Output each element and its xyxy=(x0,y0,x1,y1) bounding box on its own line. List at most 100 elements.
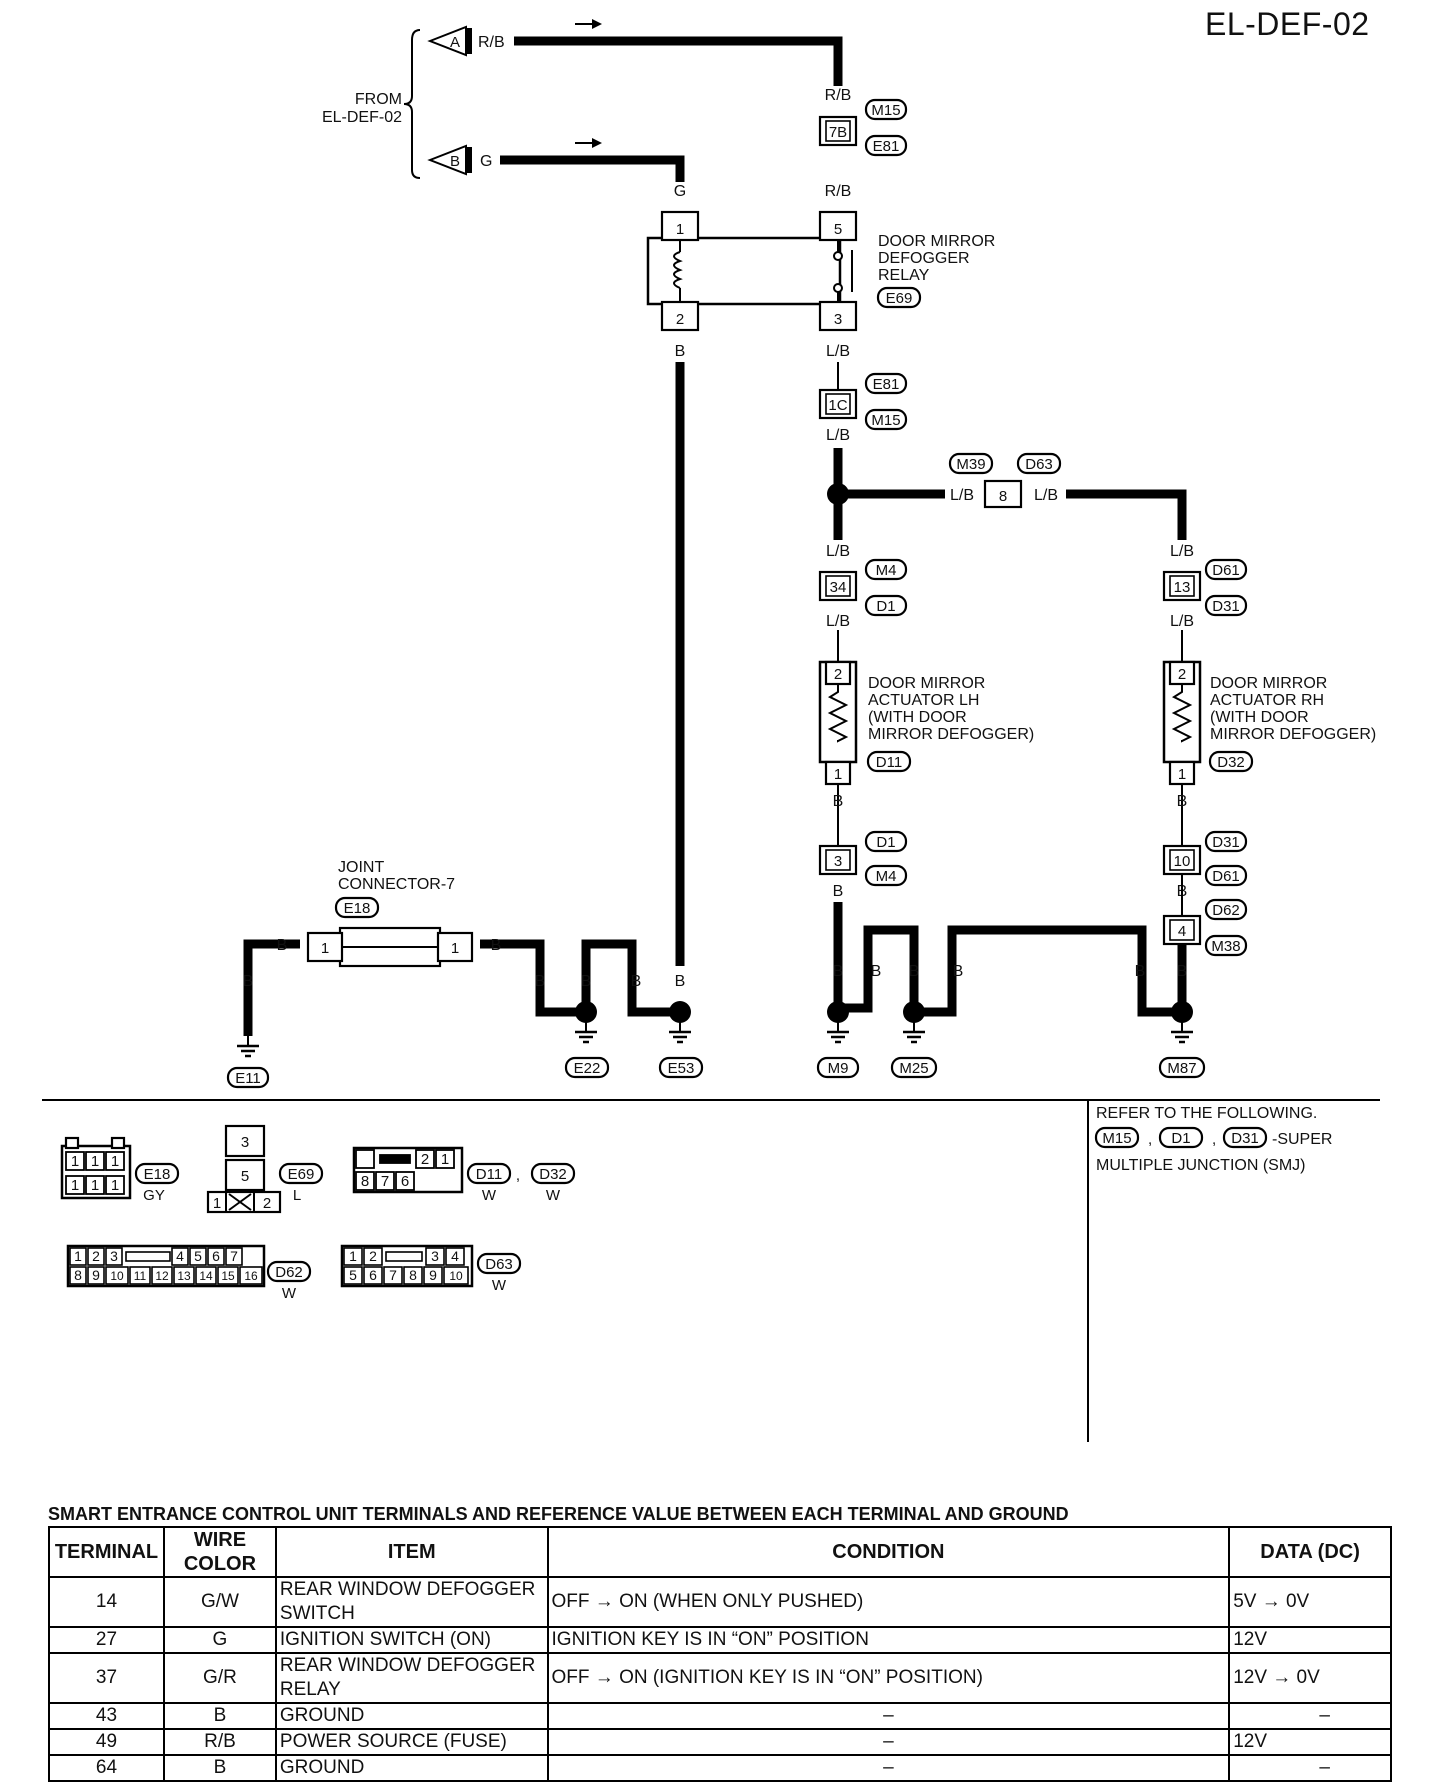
connector-tag-d31: D31 xyxy=(1204,594,1248,617)
svg-text:3: 3 xyxy=(834,853,842,870)
svg-text:1: 1 xyxy=(91,1153,99,1170)
svg-text:1: 1 xyxy=(441,1151,449,1168)
item-cell: IGNITION SWITCH (ON) xyxy=(274,1626,549,1654)
wire-color-cell: G/W xyxy=(162,1576,277,1628)
actuator-lh-name: DOOR MIRROR xyxy=(868,675,985,692)
ground-icon xyxy=(1169,1020,1195,1044)
svg-text:34: 34 xyxy=(830,579,847,596)
ground-icon xyxy=(825,1020,851,1044)
connector-tag-d1: D1 xyxy=(864,830,908,853)
wire-label: L/B xyxy=(826,343,850,360)
svg-text:3: 3 xyxy=(834,311,842,328)
relay-name: RELAY xyxy=(878,267,930,284)
table-row: 27 G IGNITION SWITCH (ON) IGNITION KEY I… xyxy=(48,1626,1392,1654)
wire-label: L/B xyxy=(1170,543,1194,560)
from-source: EL-DEF-02 xyxy=(322,109,402,126)
wire-color-cell: G xyxy=(162,1626,277,1654)
terminal-reference-table: TERMINAL WIRE COLOR ITEM CONDITION DATA … xyxy=(48,1526,1392,1782)
svg-text:6: 6 xyxy=(212,1248,220,1264)
svg-text:D61: D61 xyxy=(1212,562,1240,579)
item-cell: POWER SOURCE (FUSE) xyxy=(274,1728,549,1756)
wire-label: L/B xyxy=(1034,487,1058,504)
flow-arrow-icon xyxy=(575,19,602,148)
svg-text:D31: D31 xyxy=(1212,598,1240,615)
data-cell: – xyxy=(1228,1754,1392,1782)
ground-icon xyxy=(235,1034,261,1058)
svg-text:2: 2 xyxy=(676,311,684,328)
svg-text:8: 8 xyxy=(74,1267,82,1283)
ground-icon xyxy=(901,1020,927,1044)
svg-text:B: B xyxy=(450,153,460,170)
wire-label: L/B xyxy=(1170,613,1194,630)
svg-text:9: 9 xyxy=(92,1267,100,1283)
svg-text:D32: D32 xyxy=(1217,754,1245,771)
svg-text:7: 7 xyxy=(389,1267,397,1283)
wire-label: B xyxy=(535,973,546,990)
svg-text:2: 2 xyxy=(421,1151,429,1168)
svg-text:D1: D1 xyxy=(1171,1130,1190,1147)
svg-text:D63: D63 xyxy=(485,1256,513,1273)
svg-text:1: 1 xyxy=(71,1177,79,1194)
svg-text:11: 11 xyxy=(134,1269,147,1283)
wire-color-cell: G/R xyxy=(162,1652,277,1704)
wire-label: B xyxy=(833,963,844,980)
svg-text:M4: M4 xyxy=(876,562,897,579)
wire-label: B xyxy=(631,973,642,990)
svg-text:3: 3 xyxy=(431,1248,439,1264)
connector-8: 8 xyxy=(983,479,1023,509)
svg-text:1: 1 xyxy=(111,1153,119,1170)
splice-point xyxy=(575,1001,597,1023)
input-arrow-a: A xyxy=(427,25,472,57)
svg-text:D11: D11 xyxy=(476,1166,502,1183)
wire-b-m9-m25 xyxy=(838,925,919,1013)
svg-text:D31: D31 xyxy=(1231,1130,1259,1147)
svg-text:D62: D62 xyxy=(1212,902,1240,919)
condition-cell: IGNITION KEY IS IN “ON” POSITION xyxy=(546,1626,1231,1654)
connector-7b: 7B xyxy=(818,115,858,147)
svg-text:2: 2 xyxy=(834,666,842,683)
wire-label: B xyxy=(871,963,882,980)
svg-text:7B: 7B xyxy=(829,124,847,141)
svg-text:D1: D1 xyxy=(876,834,895,851)
connector-10: 10 xyxy=(1162,844,1202,876)
table-row: 43 B GROUND – – xyxy=(48,1702,1392,1730)
column-header: TERMINAL xyxy=(48,1526,165,1578)
terminal-cell: 43 xyxy=(48,1702,165,1730)
wire-g-top xyxy=(500,155,685,182)
door-mirror-defogger-relay: 1 2 5 3 xyxy=(646,210,858,332)
svg-text:4: 4 xyxy=(451,1248,459,1264)
svg-text:M87: M87 xyxy=(1167,1060,1196,1077)
svg-text:4: 4 xyxy=(176,1248,184,1264)
connector-3: 3 xyxy=(818,844,858,876)
svg-text:,: , xyxy=(516,1167,520,1184)
table-header-row: TERMINAL WIRE COLOR ITEM CONDITION DATA … xyxy=(48,1526,1392,1578)
column-header: ITEM xyxy=(274,1526,549,1578)
svg-text:2: 2 xyxy=(92,1248,100,1264)
svg-text:D32: D32 xyxy=(539,1166,567,1183)
svg-text:D63: D63 xyxy=(1025,456,1053,473)
wire-label: L/B xyxy=(826,543,850,560)
svg-text:D11: D11 xyxy=(876,754,902,771)
page-code: EL-DEF-02 xyxy=(1205,6,1370,42)
connector-tag-m39: M39 xyxy=(948,452,994,475)
from-bracket xyxy=(403,29,421,179)
wire-b-e22-e53 xyxy=(581,939,680,1017)
connector-tag-d32: D32 xyxy=(1208,750,1254,773)
wire-b-e22 xyxy=(480,939,586,1017)
connector-tag-d61: D61 xyxy=(1204,558,1248,581)
splice-point xyxy=(903,1001,925,1023)
svg-text:1C: 1C xyxy=(828,397,847,414)
svg-text:M4: M4 xyxy=(876,868,897,885)
svg-text:1: 1 xyxy=(451,940,459,957)
svg-text:E11: E11 xyxy=(235,1070,261,1087)
svg-text:D31: D31 xyxy=(1212,834,1240,851)
wire-label: B xyxy=(953,963,964,980)
wire-label: B xyxy=(675,343,686,360)
svg-text:6: 6 xyxy=(369,1267,377,1283)
wire-label: B xyxy=(491,937,502,954)
connector-tag-m38: M38 xyxy=(1204,934,1248,957)
wire-label: B xyxy=(243,973,254,990)
svg-text:1: 1 xyxy=(71,1153,79,1170)
svg-text:5: 5 xyxy=(349,1267,357,1283)
